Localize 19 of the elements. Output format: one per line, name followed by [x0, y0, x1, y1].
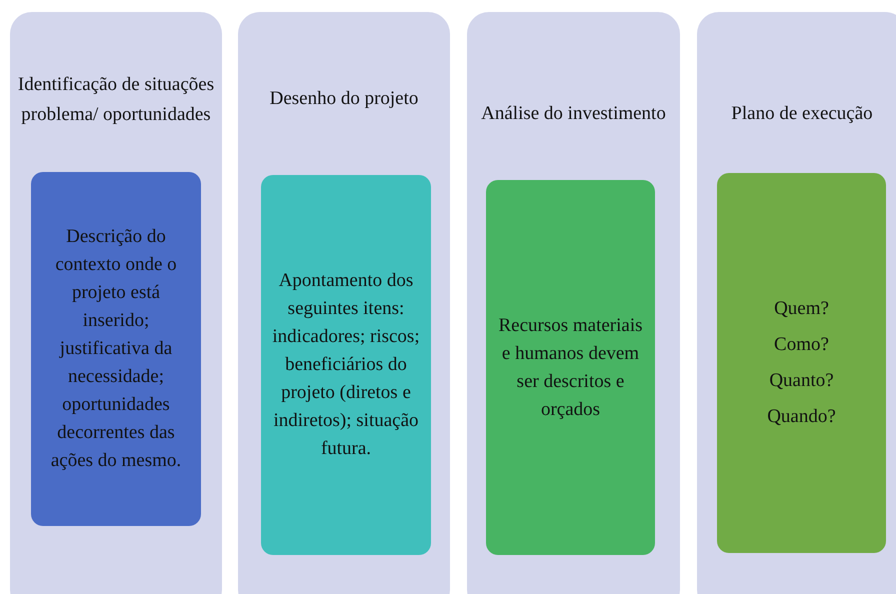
description-box — [717, 173, 886, 553]
description-box — [261, 175, 431, 555]
description-text: Como? — [774, 333, 829, 357]
stage-panel — [10, 12, 222, 594]
description-text: Quanto? — [769, 369, 834, 393]
stage-panel — [467, 12, 680, 594]
stage-heading: Desenho do projeto — [268, 87, 420, 111]
description-text: Recursos materiais e humanos devem ser descritos e orçados — [497, 314, 644, 422]
stage-heading: Plano de execução — [730, 102, 874, 126]
stage-heading: Análise do investimento — [480, 102, 667, 126]
stage-panel — [697, 12, 896, 594]
description-text: Descrição do contexto onde o projeto está inserido; justificativa da necessidade; oportunidades decorrentes das ações do mesmo. — [50, 225, 182, 473]
stage-heading: Identificação de situações problema/ oportunidades — [16, 73, 216, 127]
description-box — [31, 172, 201, 526]
description-text: Quando? — [767, 405, 836, 429]
description-text: Apontamento dos seguintes itens: indicadores; riscos; beneficiários do projeto (diretos e indiretos); situação futura. — [271, 269, 421, 461]
stage-panel — [238, 12, 450, 594]
description-box — [486, 180, 655, 555]
description-text: Quem? — [774, 297, 829, 321]
